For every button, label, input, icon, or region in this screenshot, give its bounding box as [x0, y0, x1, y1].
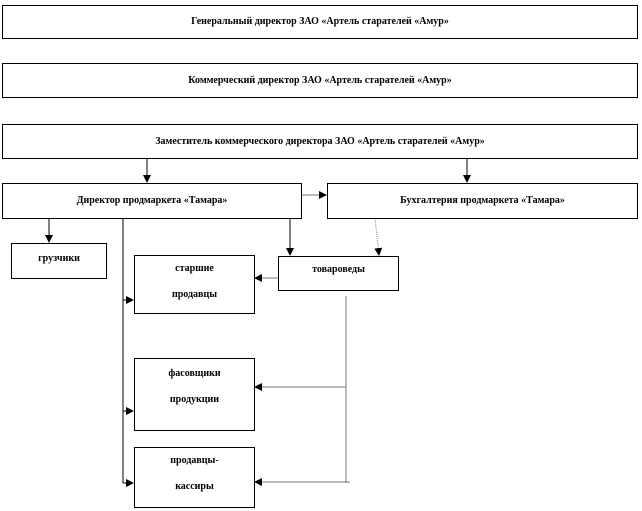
box-cashiers: продавцы-кассиры — [134, 447, 255, 508]
box-deputy-director: Заместитель коммерческого директора ЗАО … — [2, 124, 638, 159]
box-label: Директор продмаркета «Тамара» — [76, 195, 228, 206]
box-label: Генеральный директор ЗАО «Артель старате… — [191, 16, 449, 27]
box-loaders: грузчики — [11, 243, 107, 279]
box-market-director: Директор продмаркета «Тамара» — [2, 183, 302, 219]
box-senior-sellers: старшие продавцы — [134, 255, 255, 314]
box-merchandisers: товароведы — [278, 256, 399, 291]
box-label: старшие — [175, 263, 214, 274]
box-label: продукции — [169, 394, 220, 405]
box-label: товароведы — [312, 264, 365, 275]
box-label: продавцы — [171, 289, 218, 300]
box-general-director: Генеральный директор ЗАО «Артель старате… — [2, 5, 638, 39]
box-label: грузчики — [38, 253, 80, 264]
box-label: Заместитель коммерческого директора ЗАО … — [155, 135, 485, 147]
box-commercial-director: Коммерческий директор ЗАО «Артель старат… — [2, 63, 638, 98]
box-label: кассиры — [175, 481, 214, 492]
box-label: продавцы- — [170, 455, 219, 466]
box-label: фасовщики — [168, 368, 221, 379]
box-packers: фасовщики продукции — [134, 358, 255, 431]
box-label: Коммерческий директор ЗАО «Артель старат… — [188, 74, 452, 86]
box-accounting: Бухгалтерия продмаркета «Тамара» — [327, 183, 638, 219]
box-label: Бухгалтерия продмаркета «Тамара» — [400, 195, 565, 206]
